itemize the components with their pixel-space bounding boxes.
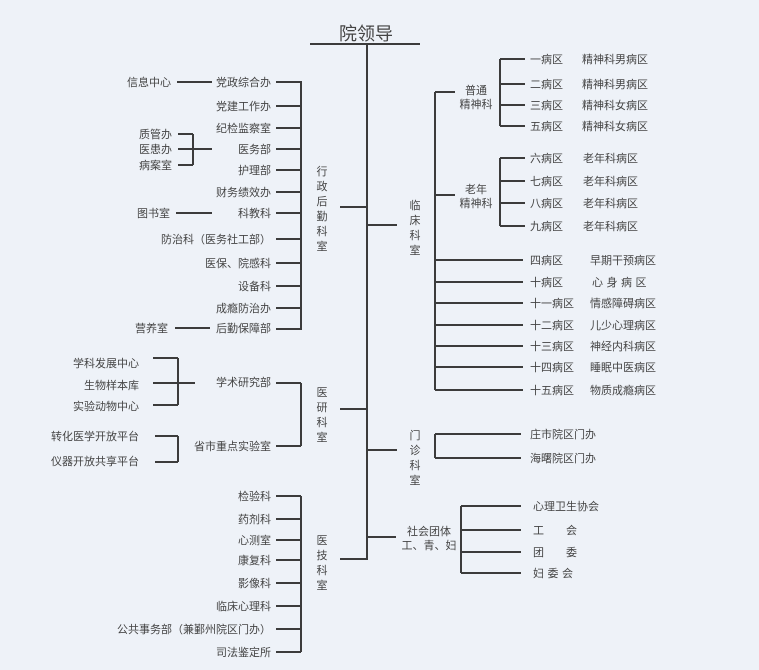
medtech-dept: 司法鉴定所: [216, 646, 271, 659]
ward-type: 儿少心理病区: [590, 319, 656, 332]
ward-name: 四病区: [530, 254, 563, 267]
admin-dept: 护理部: [238, 164, 271, 177]
clinical-label: 临床科室: [409, 199, 421, 257]
research-sub: 实验动物中心: [73, 400, 139, 413]
admin-sub-medical: 质管办: [139, 128, 172, 141]
research-dept: 学术研究部: [216, 376, 271, 389]
ward-type: 老年科病区: [583, 152, 638, 165]
ward-type: 早期干预病区: [590, 254, 656, 267]
admin-sub-medical: 医患办: [139, 143, 172, 156]
ward-type: 精神科女病区: [582, 120, 648, 133]
ward-name: 九病区: [530, 220, 563, 233]
admin-dept: 设备科: [238, 280, 271, 293]
medtech-dept: 心测室: [238, 534, 271, 547]
ward-type: 精神科男病区: [582, 78, 648, 91]
elderly-psych-label: 老年 精神科: [456, 183, 496, 211]
social-groups-label-line2: 工、青、妇: [401, 539, 457, 552]
ward-name: 十四病区: [530, 361, 574, 374]
medtech-dept: 公共事务部（兼鄞州院区门办）: [117, 623, 271, 636]
admin-sub-info: 信息中心: [127, 76, 171, 89]
social-group: 妇 委 会: [533, 567, 573, 580]
general-psych-label-line1: 普通: [465, 84, 487, 97]
ward-type: 老年科病区: [583, 197, 638, 210]
admin-sub-nutrition: 营养室: [135, 322, 168, 335]
ward-name: 六病区: [530, 152, 563, 165]
research-label: 医研科室: [316, 386, 328, 444]
admin-dept: 党建工作办: [216, 100, 271, 113]
general-psych-label-line2: 精神科: [459, 98, 493, 111]
ward-name: 五病区: [530, 120, 563, 133]
ward-name: 一病区: [530, 53, 563, 66]
ward-type: 睡眠中医病区: [590, 361, 656, 374]
ward-name: 二病区: [530, 78, 563, 91]
medtech-label: 医技科室: [316, 534, 328, 592]
ward-name: 十一病区: [530, 297, 574, 310]
research-sub: 生物样本库: [84, 379, 139, 392]
admin-dept: 党政综合办: [216, 76, 271, 89]
admin-dept: 财务绩效办: [216, 186, 271, 199]
ward-type: 神经内科病区: [590, 340, 656, 353]
ward-name: 十病区: [530, 276, 563, 289]
ward-type: 物质成瘾病区: [590, 384, 656, 397]
general-psych-label: 普通 精神科: [456, 84, 496, 112]
ward-type: 老年科病区: [583, 220, 638, 233]
admin-sub-library: 图书室: [137, 207, 170, 220]
social-groups-label-line1: 社会团体: [407, 525, 451, 538]
medtech-dept: 康复科: [238, 554, 271, 567]
ward-type: 精神科女病区: [582, 99, 648, 112]
research-sub: 转化医学开放平台: [51, 430, 139, 443]
ward-name: 十二病区: [530, 319, 574, 332]
admin-sub-medical: 病案室: [139, 159, 172, 172]
ward-name: 七病区: [530, 175, 563, 188]
ward-type: 精神科男病区: [582, 53, 648, 66]
social-groups-label: 社会团体 工、青、妇: [398, 525, 460, 553]
elderly-psych-label-line2: 精神科: [459, 197, 493, 210]
research-dept: 省市重点实验室: [194, 440, 271, 453]
admin-dept: 后勤保障部: [216, 322, 271, 335]
ward-name: 十五病区: [530, 384, 574, 397]
admin-dept: 纪检监察室: [216, 122, 271, 135]
ward-name: 三病区: [530, 99, 563, 112]
medtech-dept: 药剂科: [238, 513, 271, 526]
research-sub: 仪器开放共享平台: [51, 455, 139, 468]
outpatient-dept: 庄市院区门办: [530, 428, 596, 441]
admin-dept: 科教科: [238, 207, 271, 220]
research-sub: 学科发展中心: [73, 357, 139, 370]
medtech-dept: 检验科: [238, 490, 271, 503]
root-title: 院领导: [339, 24, 393, 45]
admin-dept: 医务部: [238, 143, 271, 156]
admin-dept: 防治科（医务社工部）: [161, 233, 271, 246]
outpatient-dept: 海曙院区门办: [530, 452, 596, 465]
admin-label: 行政后勤科室: [316, 165, 328, 253]
social-group: 工 会: [533, 524, 577, 537]
social-group: 团 委: [533, 546, 577, 559]
ward-type: 老年科病区: [583, 175, 638, 188]
ward-type: 心 身 病 区: [592, 276, 647, 289]
ward-name: 十三病区: [530, 340, 574, 353]
ward-type: 情感障碍病区: [590, 297, 656, 310]
medtech-dept: 临床心理科: [216, 600, 271, 613]
admin-dept: 成瘾防治办: [216, 302, 271, 315]
social-group: 心理卫生协会: [533, 500, 599, 513]
admin-dept: 医保、院感科: [205, 257, 271, 270]
outpatient-label: 门诊科室: [409, 429, 421, 487]
medtech-dept: 影像科: [238, 577, 271, 590]
elderly-psych-label-line1: 老年: [465, 183, 487, 196]
ward-name: 八病区: [530, 197, 563, 210]
